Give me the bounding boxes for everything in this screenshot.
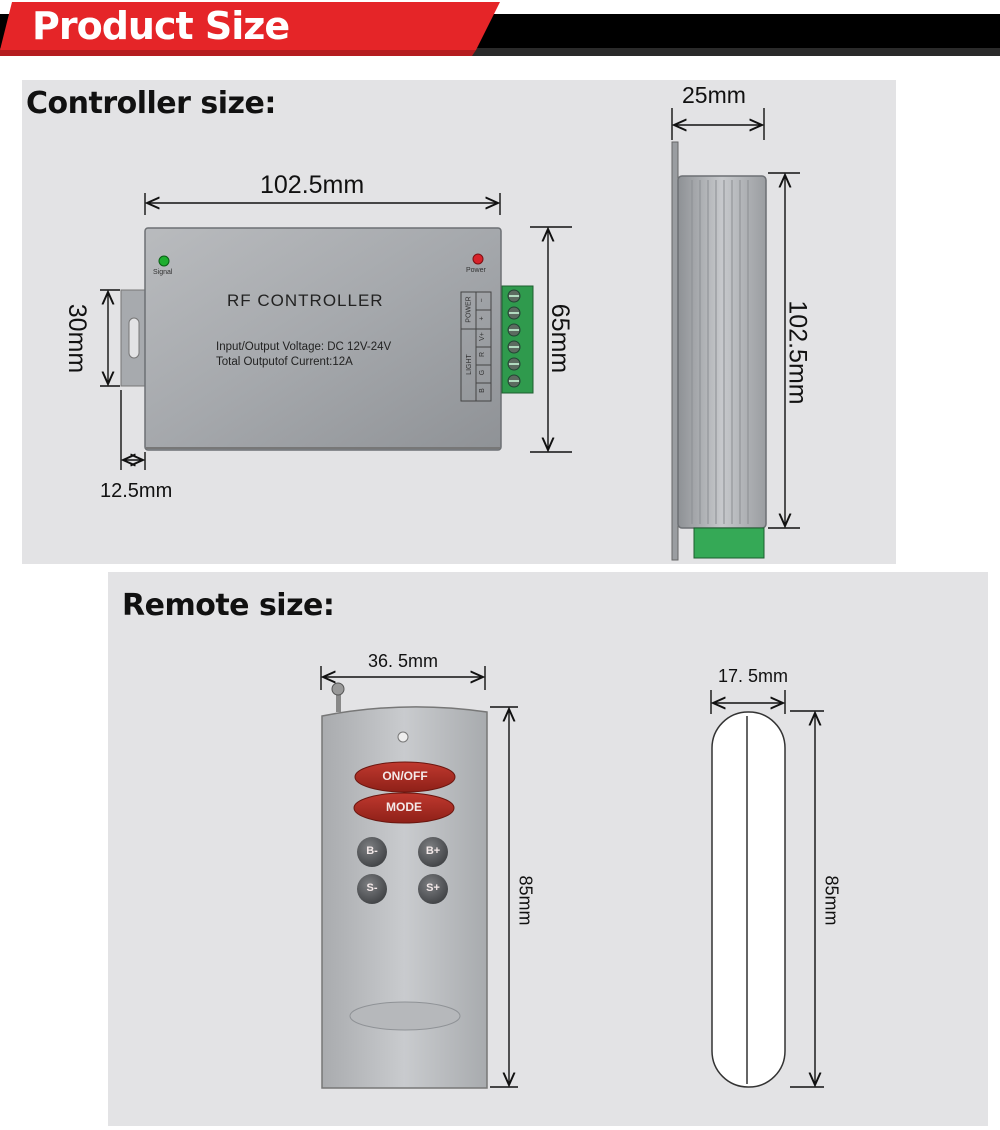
- remote-section-title: Remote size:: [122, 588, 335, 623]
- s-plus-label: S+: [426, 882, 440, 894]
- remote-length-label: 85mm: [515, 875, 536, 926]
- on-off-button[interactable]: [354, 761, 456, 793]
- controller-dimension-lines: [100, 193, 572, 470]
- mode-button[interactable]: [353, 792, 455, 824]
- remote-front: [321, 682, 488, 1089]
- device-spec-current: Total Outputof Current:12A: [216, 356, 353, 368]
- device-label: RF CONTROLLER: [227, 291, 384, 310]
- terminal-block: [501, 285, 534, 394]
- signal-led-label: Signal: [153, 269, 173, 276]
- device-spec-voltage: Input/Output Voltage: DC 12V-24V: [216, 341, 392, 353]
- bracket-width-label: 12.5mm: [100, 480, 173, 502]
- controller-length-label: 102.5mm: [260, 171, 365, 199]
- remote-side-length-label: 85mm: [821, 875, 842, 926]
- b-plus-label: B+: [425, 845, 441, 857]
- controller-body: [144, 227, 534, 451]
- s-minus-label: S-: [366, 882, 378, 894]
- s-minus-button[interactable]: [357, 874, 387, 904]
- s-plus-button[interactable]: [418, 874, 448, 904]
- signal-led: [158, 255, 170, 267]
- page-title: Product Size: [32, 4, 290, 48]
- remote-side: [711, 711, 786, 1088]
- b-plus-button[interactable]: [418, 837, 448, 867]
- controller-side-view: [671, 141, 767, 561]
- power-led: [472, 253, 484, 265]
- side-dimension-lines: [671, 108, 800, 529]
- on-off-button-label: ON/OFF: [382, 769, 428, 783]
- controller-depth-label: 25mm: [682, 82, 746, 108]
- mode-button-label: MODE: [386, 800, 422, 814]
- b-minus-label: B-: [366, 845, 378, 857]
- header-bar: Product Size: [0, 0, 1000, 60]
- b-minus-button[interactable]: [357, 837, 387, 867]
- remote-thickness-label: 17. 5mm: [718, 666, 789, 686]
- remote-panel: [108, 572, 988, 1126]
- header-graphic: [0, 2, 1000, 56]
- power-led-label: Power: [466, 267, 486, 274]
- remote-dimension-lines: [320, 666, 824, 1088]
- controller-section-title: Controller size:: [26, 86, 276, 121]
- remote-width-label: 36. 5mm: [368, 651, 439, 671]
